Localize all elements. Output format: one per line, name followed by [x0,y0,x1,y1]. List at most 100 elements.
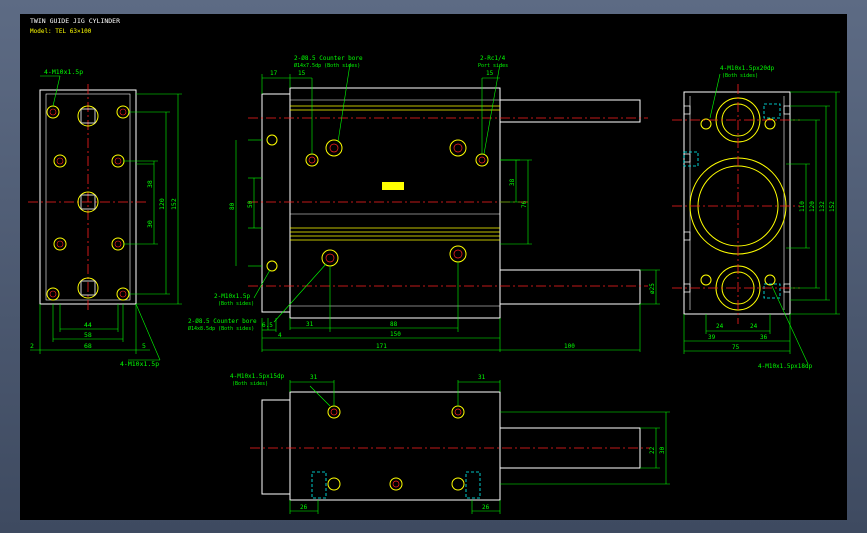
front-hole [305,153,319,167]
dim-152r: 152 [829,201,836,212]
front-hole-inner [329,143,339,153]
dim-150: 150 [390,331,401,338]
right-label-bottom: 4-M10x1.5px18dp [758,363,813,370]
bottom-hole-inner [454,408,462,416]
dim-38f: 38 [509,178,516,186]
dim-39: 39 [708,334,716,341]
dim-22: 22 [649,446,656,454]
dim-120: 120 [158,198,166,210]
left-hole-inner [114,157,122,165]
dim-76: 76 [521,200,528,208]
left-hole [77,191,99,213]
left-hole [46,105,60,119]
dim-38: 38 [146,180,154,188]
bottom-view: 4-M10x1.5px15dp (Both sides) 31 31 26 26… [230,373,670,514]
front-label-port-b: Port sides [478,63,508,69]
right-hidden-port [763,283,781,299]
left-label-bottom: 4-M10x1.5p [120,360,159,368]
bottom-hidden-port [311,471,327,499]
dim-44: 44 [84,321,92,329]
left-hole-inner [119,108,127,116]
front-end-plate [261,93,291,313]
left-hole [77,277,99,299]
dim-line [253,269,271,299]
drawing-title: TWIN GUIDE JIG CYLINDER [30,17,120,25]
dim-line [337,63,351,143]
bottom-hole-inner [392,480,400,488]
front-body [289,87,501,319]
front-hole-inner [478,156,486,164]
left-hole [77,105,99,127]
dim-68: 68 [84,342,92,350]
front-hole [266,260,278,272]
dim-26-bottom-b: 26 [482,504,490,511]
right-label-top-b: (Both sides) [722,73,758,79]
right-hole [700,274,712,286]
right-hole [764,274,776,286]
bottom-hole [327,477,341,491]
cad-drawing: TWIN GUIDE JIG CYLINDER Model: TEL 63×10… [28,17,840,514]
left-hole [116,105,130,119]
dim-15a: 15 [298,70,306,77]
dim-24a: 24 [716,323,724,330]
left-hole [111,154,125,168]
left-hole-inner [49,108,57,116]
bottom-hidden-port [465,471,481,499]
dim-line [273,263,327,323]
front-label-tap-b: (Both sides) [218,301,254,307]
front-label-tap: 2-M10x1.5p [214,293,251,300]
left-hole [46,287,60,301]
dim-152: 152 [170,198,178,210]
dim-30b: 30 [659,446,666,454]
front-hole [449,245,467,263]
dim-30: 30 [146,220,154,228]
left-hole-inner [49,290,57,298]
left-hex [80,108,96,124]
dim-line [709,73,721,119]
front-label-port: 2-Rc1/4 [480,55,506,62]
dim-line [52,75,61,107]
right-hidden-port [683,151,699,167]
left-hole-inner [56,240,64,248]
dim-75: 75 [732,344,740,351]
right-hole [700,118,712,130]
dim-110: 110 [799,201,806,212]
bottom-hole [451,477,465,491]
front-hole [321,249,339,267]
front-rod-bottom [499,269,641,305]
bottom-end-plate [261,399,291,495]
left-hole [111,237,125,251]
dim-132: 132 [819,201,826,212]
front-hole [449,139,467,157]
dim-line [483,63,501,155]
right-hole [764,118,776,130]
left-hole [53,154,67,168]
left-hole-inner [56,157,64,165]
dim-120r: 120 [809,201,816,212]
front-label-cbore1b: Ø14x7.5dp (Both sides) [294,62,360,69]
bottom-label-tap: 4-M10x1.5px15dp [230,373,285,380]
front-view: 2-Ø8.5 Counter bore Ø14x7.5dp (Both side… [188,55,660,352]
left-hole-inner [114,240,122,248]
dim-6-5: 6.5 [262,322,273,329]
dim-24b: 24 [750,323,758,330]
bottom-rod [499,427,641,469]
dim-100: 100 [564,343,575,350]
left-hex [80,280,96,296]
front-label-cbore2b: Ø14x8.5dp (Both sides) [188,325,254,332]
front-nameplate [382,182,404,190]
dim-31-bottom-b: 31 [478,374,486,381]
front-label-cbore1: 2-Ø8.5 Counter bore [294,55,363,62]
right-slot [684,105,691,115]
front-label-cbore2: 2-Ø8.5 Counter bore [188,318,257,325]
right-label-top: 4-M10x1.5px20dp [720,65,775,72]
drawing-model: Model: TEL 63×100 [30,28,92,35]
front-hole-inner [453,143,463,153]
dim-line [309,385,331,407]
dim-50: 50 [247,200,254,208]
right-slot [684,153,691,163]
dim-2: 2 [30,342,34,350]
bottom-label-tap-b: (Both sides) [232,381,268,387]
dim-26-bottom-a: 26 [300,504,308,511]
bottom-hole [389,477,403,491]
